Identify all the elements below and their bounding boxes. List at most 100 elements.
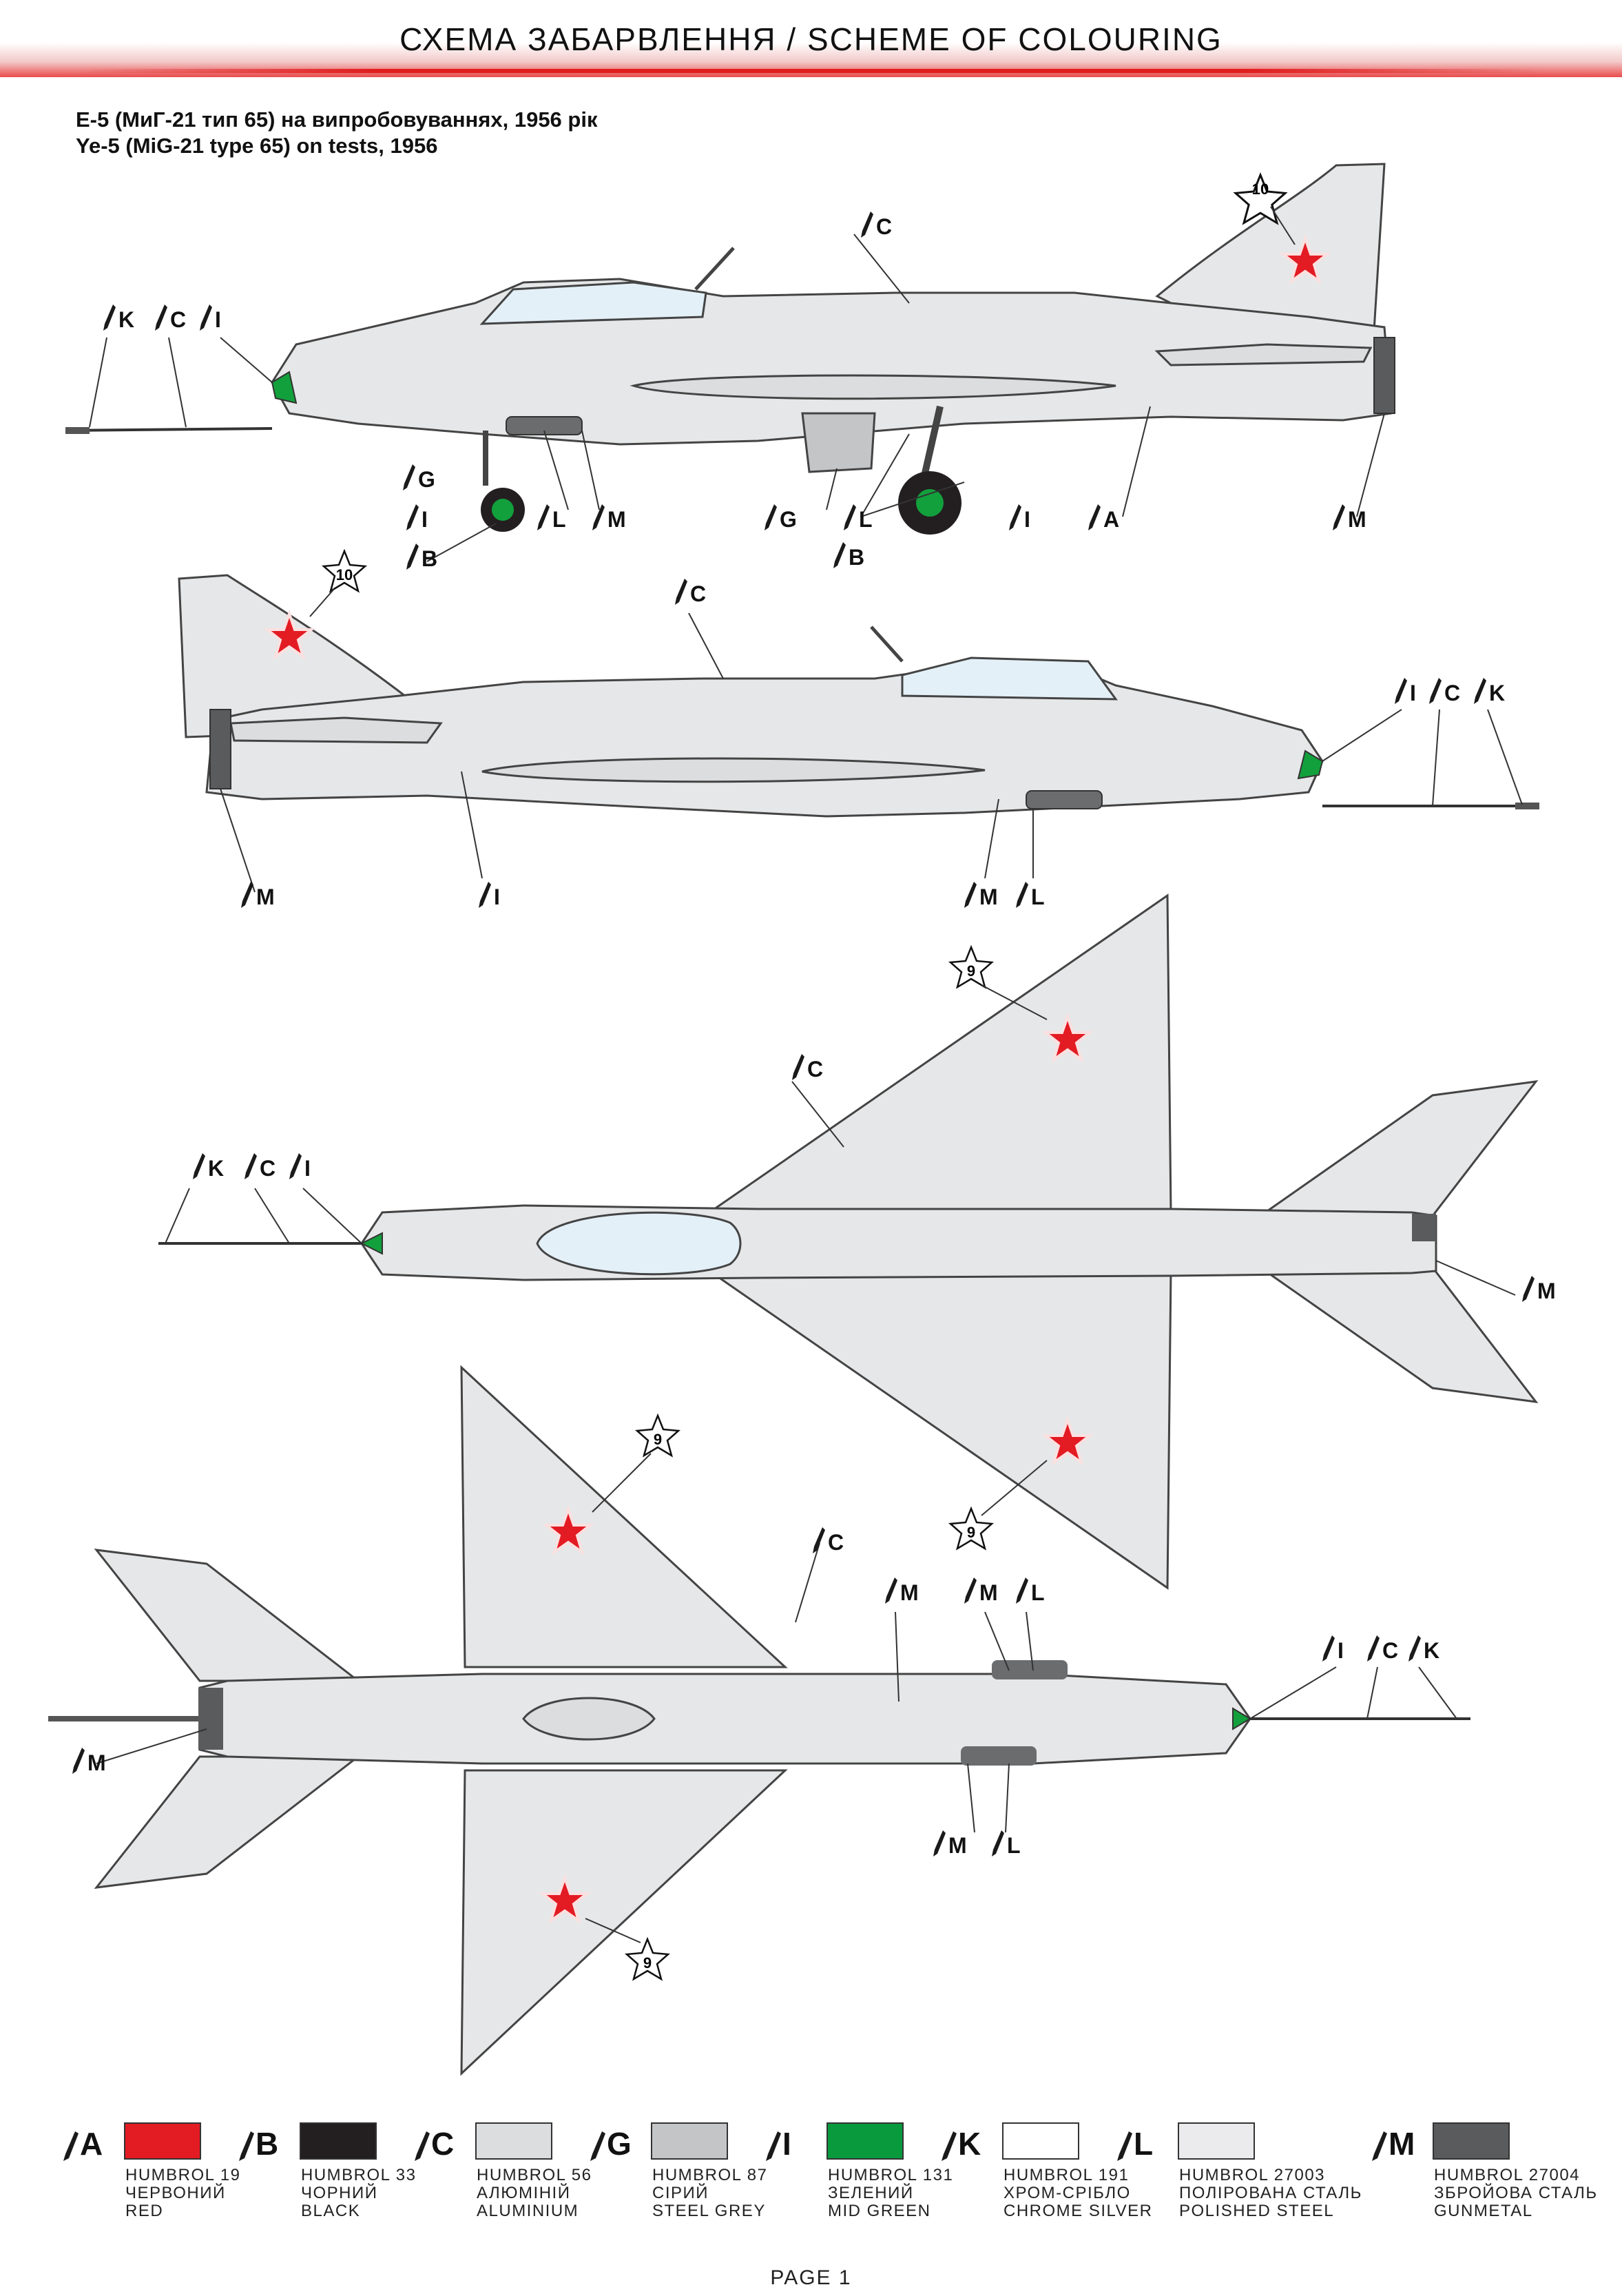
pen-icon (1372, 2131, 1387, 2161)
callout-b: B (422, 546, 437, 571)
legend-swatch (475, 2122, 552, 2160)
callout-m: M (979, 1580, 998, 1605)
subtitle-english: Ye-5 (MiG-21 type 65) on tests, 1956 (76, 134, 438, 158)
callout-c: C (807, 1057, 823, 1082)
legend-swatch (651, 2122, 728, 2160)
pen-icon (766, 2131, 781, 2161)
nose-cone (271, 371, 298, 404)
callout-l: L (1031, 885, 1045, 909)
svg-text:9: 9 (967, 1524, 975, 1541)
callout-l: L (859, 507, 873, 532)
pen-icon (63, 2131, 79, 2161)
pen-icon (1117, 2131, 1132, 2161)
top-view: 9 9 (158, 893, 1539, 1590)
callout-k: K (1424, 1638, 1439, 1663)
legend-letter: M (1371, 2125, 1415, 2162)
legend-letter: A (62, 2125, 103, 2162)
legend-swatch (124, 2122, 201, 2160)
callout-c: C (828, 1530, 844, 1555)
fin (1155, 163, 1386, 332)
callout-m: M (607, 507, 626, 532)
legend-letter: L (1116, 2125, 1153, 2162)
callout-m: M (256, 885, 275, 909)
callout-i: I (1410, 681, 1416, 705)
callout-i: I (494, 885, 500, 909)
bottom-view: 9 9 (48, 1365, 1470, 2076)
star-number: 10 (1252, 180, 1269, 198)
pen-icon (415, 2131, 430, 2161)
callout-k: K (1489, 681, 1505, 705)
callout-c: C (1444, 681, 1460, 705)
legend-letter: C (413, 2125, 454, 2162)
callout-m: M (1348, 507, 1366, 532)
callout-l: L (1007, 1833, 1021, 1858)
legend-swatch (1433, 2122, 1510, 2160)
pen-icon (590, 2131, 605, 2161)
side-view-right: 10 (178, 548, 1539, 893)
legend-letter: G (589, 2125, 632, 2162)
subtitle-ukrainian: Е-5 (МиГ-21 тип 65) на випробовуваннях, … (76, 107, 598, 132)
callout-a: A (1103, 507, 1119, 532)
canopy (479, 281, 707, 325)
callout-g: G (780, 507, 797, 532)
callout-l: L (1031, 1580, 1045, 1605)
callout-m: M (979, 885, 998, 909)
page-title: СХЕМА ЗАБАРВЛЕННЯ / SCHEME OF COLOURING (399, 21, 1223, 57)
pen-icon (239, 2131, 254, 2161)
callout-c: C (1382, 1638, 1398, 1663)
legend-swatch (826, 2122, 904, 2160)
legend-letter: K (940, 2125, 981, 2162)
svg-text:9: 9 (643, 1954, 652, 1972)
svg-text:9: 9 (654, 1431, 662, 1448)
legend-letter: B (238, 2125, 278, 2162)
callout-i: I (304, 1156, 311, 1181)
header-band: СХЕМА ЗАБАРВЛЕННЯ / SCHEME OF COLOURING (0, 0, 1622, 77)
page-number: PAGE 1 (770, 2266, 852, 2289)
callout-i: I (1024, 507, 1030, 532)
callout-g: G (418, 467, 435, 492)
callout-c: C (170, 307, 186, 332)
legend-letter: I (765, 2125, 791, 2162)
callout-c: C (876, 214, 892, 239)
callout-i: I (422, 507, 428, 532)
svg-text:10: 10 (336, 566, 353, 583)
pen-icon (942, 2131, 957, 2161)
header-red-line (83, 69, 1539, 73)
side-view-left: 10 (65, 163, 1395, 562)
callout-l: L (552, 507, 566, 532)
legend-swatch (300, 2122, 377, 2160)
callout-labels: C K C I G I L M B G L I A M B C I C K M … (72, 211, 1556, 1858)
legend-swatch (1178, 2122, 1255, 2160)
callout-m: M (87, 1750, 106, 1775)
callout-c: C (260, 1156, 275, 1181)
callout-k: K (208, 1156, 224, 1181)
callout-i: I (1338, 1638, 1344, 1663)
legend-swatch (1002, 2122, 1079, 2160)
callout-k: K (118, 307, 134, 332)
callout-i: I (215, 307, 221, 332)
callout-c: C (690, 581, 706, 606)
callout-m: M (900, 1580, 919, 1605)
svg-text:9: 9 (967, 962, 975, 980)
callout-m: M (948, 1833, 967, 1858)
callout-b: B (849, 545, 864, 570)
callout-m: M (1537, 1279, 1556, 1303)
